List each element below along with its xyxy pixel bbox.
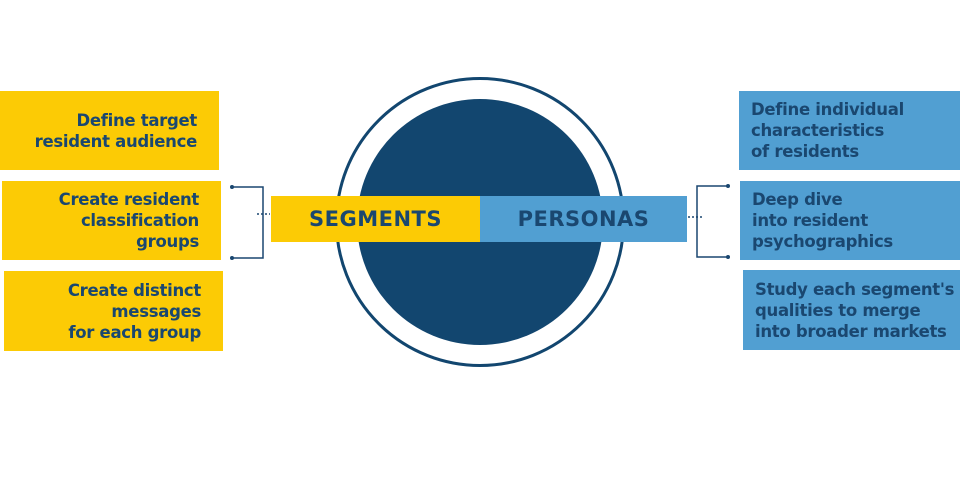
segment-step-1-line-2: resident audience [34, 131, 198, 151]
persona-step-3-line-3: into broader markets [755, 321, 947, 341]
segment-step-2-line-1: Create resident [58, 190, 200, 209]
segment-step-2-line-3: groups [136, 232, 199, 251]
right-bracket [688, 185, 728, 258]
persona-step-3-line-1: Study each segment's [755, 279, 955, 299]
segments-label: SEGMENTS [271, 196, 480, 242]
persona-step-3: Study each segment's qualities to merge … [743, 270, 960, 350]
persona-step-1-line-3: of residents [751, 142, 859, 161]
segment-step-3-line-3: for each group [68, 322, 201, 342]
right-bracket-dot-bottom [726, 255, 730, 259]
personas-label-text: PERSONAS [517, 207, 650, 231]
segment-step-1-line-1: Define target [76, 110, 197, 130]
persona-step-3-line-2: qualities to merge [755, 300, 921, 320]
persona-step-2-line-2: into resident [752, 211, 868, 230]
left-bracket [232, 186, 270, 259]
left-bracket-dot-bottom [230, 256, 234, 260]
persona-step-2-line-1: Deep dive [752, 190, 843, 209]
segment-step-2: Create resident classification groups [2, 181, 221, 260]
persona-step-1: Define individual characteristics of res… [739, 91, 960, 170]
persona-step-2: Deep dive into resident psychographics [740, 181, 960, 260]
segment-step-3-line-1: Create distinct [67, 280, 201, 300]
segment-step-2-line-2: classification [80, 211, 199, 230]
persona-step-1-line-1: Define individual [751, 100, 904, 119]
segment-step-3: Create distinct messages for each group [4, 271, 223, 351]
persona-step-1-line-2: characteristics [751, 121, 885, 140]
personas-label: PERSONAS [480, 196, 687, 242]
persona-step-2-line-3: psychographics [752, 232, 893, 251]
left-bracket-dot-top [230, 185, 234, 189]
right-bracket-dot-top [726, 184, 730, 188]
segment-step-1: Define target resident audience [0, 91, 219, 170]
segment-step-3-line-2: messages [111, 301, 201, 321]
segments-label-text: SEGMENTS [309, 207, 442, 231]
